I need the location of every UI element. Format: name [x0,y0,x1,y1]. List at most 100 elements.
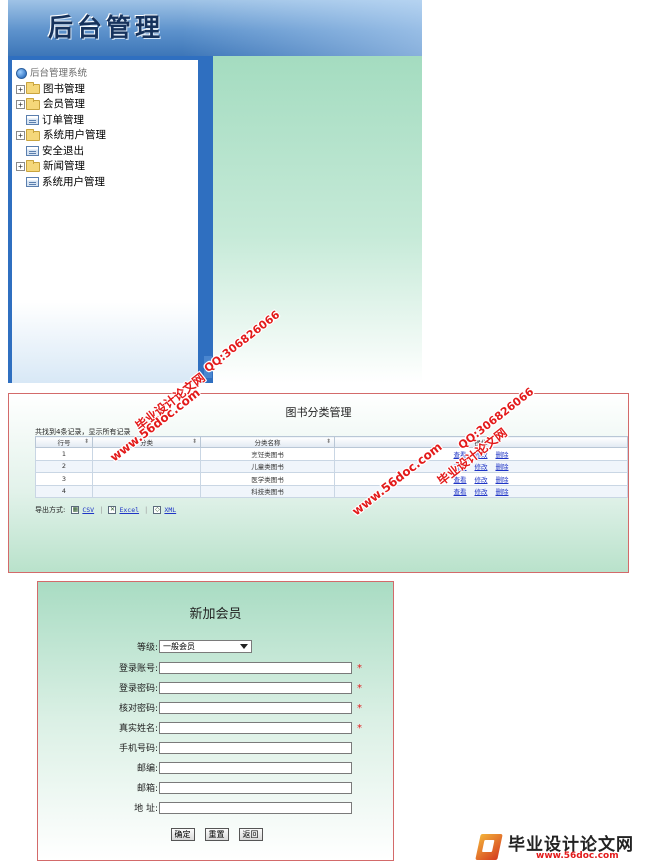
field-input[interactable] [159,702,352,714]
cell-cat [92,484,201,498]
admin-content-area [213,56,422,383]
form-row: 核对密码: * [38,702,395,716]
export-excel[interactable]: ✕ Excel [108,506,140,514]
form-row: 登录密码:* [38,682,395,696]
cell-name: 烹饪类图书 [200,447,335,461]
level-select[interactable]: 一般会员 [159,640,252,653]
level-label: 等级: [136,643,158,653]
cell-no: 1 [35,447,93,461]
tree-item-label: 图书管理 [43,82,85,95]
export-xml[interactable]: ◇ XML [153,506,177,514]
footer-site-url: www.56doc.com [536,851,619,861]
cell-name: 科技类图书 [200,484,335,498]
col-header-actions: 操作 [334,436,628,448]
tree-item[interactable]: 安全退出 [16,144,106,160]
edit-link[interactable]: 修改 [474,475,488,484]
edit-link[interactable]: 修改 [474,488,488,497]
field-label: 邮箱: [136,784,158,794]
col-header-no[interactable]: 行号⬍ [35,436,93,448]
tree-item-label: 会员管理 [43,98,85,111]
expand-icon[interactable]: + [16,131,25,141]
col-header-name[interactable]: 分类名称⬍ [200,436,335,448]
record-summary: 共找到4条记录，显示所有记录 [35,428,131,436]
table-header-row: 行号⬍ 分类⬍ 分类名称⬍ 操作 [35,436,628,448]
delete-link[interactable]: 删除 [495,450,509,459]
cell-name: 儿童类图书 [200,459,335,473]
footer-site-name: 毕业设计论文网 [508,835,634,855]
expand-icon[interactable]: + [16,162,25,172]
field-input[interactable] [159,682,352,694]
page-icon [26,177,39,188]
view-link[interactable]: 查看 [453,463,467,472]
level-selected-value: 一般会员 [163,642,195,651]
admin-title: 后台管理 [48,13,165,42]
required-mark: * [357,663,362,674]
reset-button[interactable]: 重置 [204,828,229,841]
form-row: 真实姓名:* [38,722,395,736]
export-bar: 导出方式: ▦ CSV | ✕ Excel | ◇ XML [35,505,176,515]
tree-item[interactable]: + 会员管理 [16,97,106,113]
confirm-button[interactable]: 确定 [170,828,195,841]
field-label: 核对密码: [118,704,158,714]
tree-item[interactable]: +新闻管理 [16,159,106,175]
form-row: 地 址: [38,802,395,816]
tree-item-label: 系统用户管理 [42,175,105,188]
sort-icon: ⬍ [325,438,331,445]
required-mark: * [357,683,362,694]
sort-icon: ⬍ [83,438,89,445]
tree-item[interactable]: + 图书管理 [16,82,106,98]
tree-item[interactable]: 订单管理 [16,113,106,129]
folder-icon [26,128,40,141]
form-row: 邮箱: [38,782,395,796]
export-csv[interactable]: ▦ CSV [71,506,95,514]
field-label: 登录账号: [118,664,158,674]
tree-item[interactable]: +系统用户管理 [16,128,106,144]
view-link[interactable]: 查看 [453,475,467,484]
logo-icon [475,834,503,860]
view-link[interactable]: 查看 [453,450,467,459]
sidebar-tree-panel: 后台管理系统 + 图书管理 + 会员管理订单管理+系统用户管理安全退出+新闻管理系统用… [12,60,198,383]
edit-link[interactable]: 修改 [474,463,488,472]
form-buttons: 确定 重置 返回 [38,828,395,841]
sidebar-collapse-toggle[interactable] [204,356,212,378]
page-icon [26,115,39,126]
edit-link[interactable]: 修改 [474,450,488,459]
field-input[interactable] [159,662,352,674]
field-input[interactable] [159,722,352,734]
cell-cat [92,459,201,473]
admin-header: 后台管理 [8,0,422,56]
expand-icon[interactable]: + [16,84,25,94]
col-header-category[interactable]: 分类⬍ [92,436,201,448]
tree-root[interactable]: 后台管理系统 [16,66,106,82]
field-input[interactable] [159,762,352,774]
field-label: 地 址: [134,804,158,814]
cell-cat [92,472,201,486]
back-button[interactable]: 返回 [238,828,263,841]
tree-items: + 图书管理 + 会员管理订单管理+系统用户管理安全退出+新闻管理系统用户管理 [16,82,106,191]
chevron-down-icon [240,644,248,649]
category-panel: 图书分类管理 共找到4条记录，显示所有记录 行号⬍ 分类⬍ 分类名称⬍ 操作 1… [8,393,629,573]
field-input[interactable] [159,802,352,814]
delete-link[interactable]: 删除 [495,488,509,497]
field-label: 手机号码: [118,744,158,754]
delete-link[interactable]: 删除 [495,463,509,472]
category-title: 图书分类管理 [285,406,352,419]
expand-icon[interactable]: + [16,100,25,110]
nav-tree: 后台管理系统 + 图书管理 + 会员管理订单管理+系统用户管理安全退出+新闻管理系统用… [16,66,106,190]
form-row: 登录账号: * [38,662,395,676]
field-input[interactable] [159,742,352,754]
cell-actions: 查看修改删除 [334,472,628,486]
page-icon [26,146,39,157]
field-input[interactable] [159,782,352,794]
delete-link[interactable]: 删除 [495,475,509,484]
admin-frame: 后台管理 后台管理系统 +图书管理+会员管理订单管理+系统用户管理安全退出+新闻… [8,0,422,383]
required-mark: * [357,703,362,714]
tree-item[interactable]: 系统用户管理 [16,175,106,191]
view-link[interactable]: 查看 [453,488,467,497]
cell-actions: 查看修改删除 [334,447,628,461]
xml-icon: ◇ [153,506,162,514]
